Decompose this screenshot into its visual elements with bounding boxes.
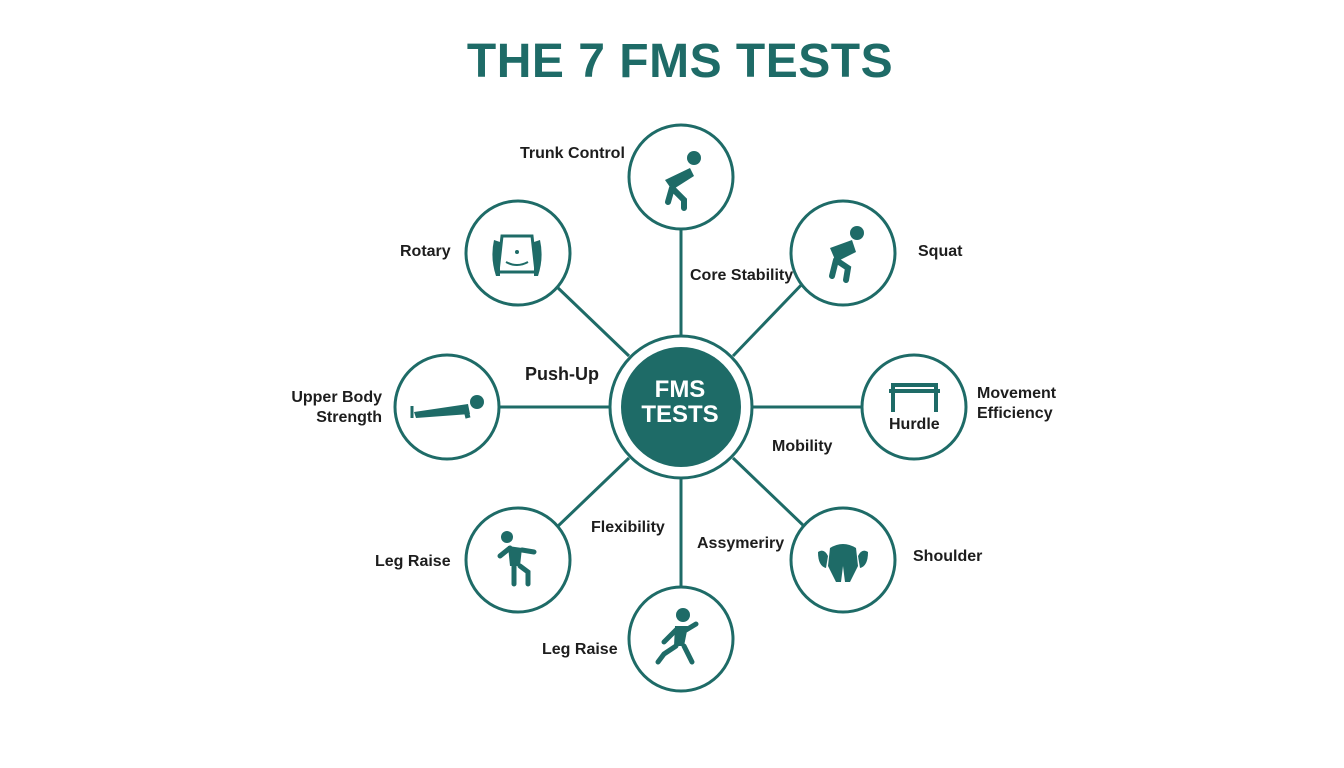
spoke-top-right xyxy=(731,278,808,358)
spoke-label-flexibility: Flexibility xyxy=(591,519,665,536)
spoke-label-core-stability: Core Stability xyxy=(690,267,794,284)
leg-raise-figure-icon xyxy=(497,531,537,587)
center-label: FMS TESTS xyxy=(610,377,750,427)
node-label-shoulder: Shoulder xyxy=(913,548,983,565)
node-label-upper-body-strength: Upper Body Strength xyxy=(291,389,382,426)
squat-figure-icon xyxy=(829,226,864,283)
push-up-figure-icon xyxy=(410,395,484,419)
node-label-movement-efficiency: Movement Efficiency xyxy=(977,385,1057,422)
node-circle-hurdle xyxy=(860,353,968,461)
spoke-label-push-up: Push-Up xyxy=(525,364,599,384)
spoke-top-left xyxy=(554,284,631,358)
node-label-rotary: Rotary xyxy=(400,243,451,260)
node-label-squat: Squat xyxy=(918,243,963,260)
torso-icon xyxy=(492,234,542,276)
spoke-bottom-right xyxy=(731,456,808,530)
page-title: THE 7 FMS TESTS xyxy=(466,35,894,88)
spoke-label-assymetry: Assymeriry xyxy=(697,535,785,552)
center-circle xyxy=(621,347,741,467)
center-label-line2: TESTS xyxy=(641,401,719,428)
spokes xyxy=(500,228,862,587)
node-label-trunk-control: Trunk Control xyxy=(520,145,625,162)
hurdle-inner-label: Hurdle xyxy=(889,416,940,433)
spoke-label-mobility: Mobility xyxy=(772,438,833,455)
lunge-figure-icon xyxy=(655,608,699,665)
hips-icon xyxy=(818,544,868,582)
spoke-bottom-left xyxy=(554,456,631,530)
bent-over-figure-icon xyxy=(665,151,701,211)
node-circle-push-up xyxy=(393,353,501,461)
hurdle-icon xyxy=(889,383,940,412)
node-label-leg-raise-left: Leg Raise xyxy=(375,553,451,570)
node-label-leg-raise-bottom: Leg Raise xyxy=(542,641,618,658)
center-label-line1: FMS xyxy=(654,376,706,403)
